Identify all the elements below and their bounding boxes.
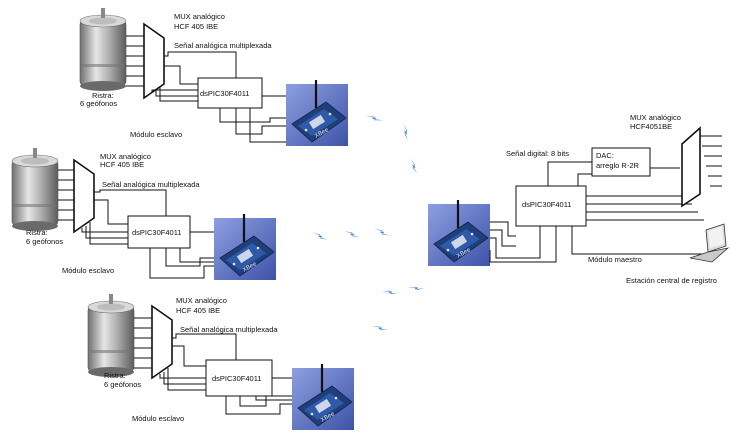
mux-trapezoid [73, 158, 95, 234]
geophone-icon [11, 147, 59, 232]
dac-label-line1: DAC: [596, 151, 614, 160]
geophone-wires [126, 35, 144, 87]
wireless-bolt-icon [365, 109, 383, 127]
slave-module-1 [79, 7, 350, 148]
wireless-bolt-icon [407, 279, 425, 297]
mux-trapezoid [143, 22, 165, 100]
master-mux-label-line1: MUX analógico [630, 113, 681, 122]
mux-trapezoid [151, 304, 173, 380]
signal-wires [159, 333, 292, 415]
controller-label: dsPIC30F4011 [200, 89, 250, 98]
signal-label: Señal analógica multiplexada [180, 325, 278, 334]
string-label-line1: Ristra: [92, 91, 114, 100]
xbee-radio-icon [284, 78, 350, 148]
xbee-radio-icon [212, 212, 278, 282]
signal-label: Señal analógica multiplexada [174, 41, 272, 50]
controller-label: dsPIC30F4011 [132, 228, 182, 237]
string-label-line2: 6 geófonos [104, 380, 142, 389]
slave-module-3 [87, 293, 356, 432]
mux-label-line1: MUX analógico [174, 12, 225, 21]
dspic-controller-box [197, 77, 263, 109]
controller-label: dsPIC30F4011 [212, 374, 262, 383]
dspic-controller-box [205, 359, 273, 397]
master-module [426, 126, 730, 268]
wireless-bolt-icon [397, 123, 415, 141]
mux-label-line1: MUX analógico [100, 152, 151, 161]
module-label: Módulo esclavo [130, 130, 183, 139]
dac-label-line2: arreglo R-2R [596, 161, 639, 170]
wireless-bolt-icon [312, 228, 328, 244]
geophone-wires [58, 169, 74, 221]
module-label: Módulo esclavo [62, 266, 115, 275]
module-label: Módulo esclavo [132, 414, 185, 423]
station-label: Estación central de registro [626, 276, 717, 285]
laptop-icon [689, 223, 730, 263]
wireless-bolt-icon [371, 319, 389, 337]
wireless-bolt-icon [374, 224, 390, 240]
master-mux-label-line2: HCF4051BE [630, 122, 673, 131]
master-controller-label: dsPIC30F4011 [522, 200, 572, 209]
dspic-controller-box [127, 215, 191, 249]
signal-wires [81, 189, 214, 279]
xbee-radio-icon [290, 362, 356, 432]
geophone-icon [87, 293, 135, 378]
wireless-bolt-icon [344, 226, 360, 242]
wireless-bolt-icon [381, 283, 399, 301]
geophone-icon [79, 7, 127, 92]
dspic-controller-box [515, 185, 587, 227]
mux-label-line2: HCF 405 IBE [176, 306, 221, 315]
mux-label-line2: HCF 405 IBE [100, 160, 145, 169]
string-label-line2: 6 geófonos [26, 237, 64, 246]
wireless-bolt-icon [406, 158, 422, 174]
geophone-wires [134, 317, 152, 369]
xbee-radio-icon [426, 198, 492, 268]
mux-trapezoid [681, 126, 701, 208]
signal-label: Señal analógica multiplexada [102, 180, 200, 189]
string-label-line1: Ristra: [104, 371, 126, 380]
string-label-line1: Ristra: [26, 228, 48, 237]
digital-signal-label: Señal digital: 8 bits [506, 149, 569, 158]
signal-wires [151, 51, 286, 143]
mux-label-line1: MUX analógico [176, 296, 227, 305]
slave-module-2 [11, 147, 278, 282]
mux-label-line2: HCF 405 IBE [174, 22, 219, 31]
master-module-label: Módulo maestro [588, 255, 642, 264]
string-label-line2: 6 geófonos [80, 99, 118, 108]
dac-box [591, 147, 651, 177]
